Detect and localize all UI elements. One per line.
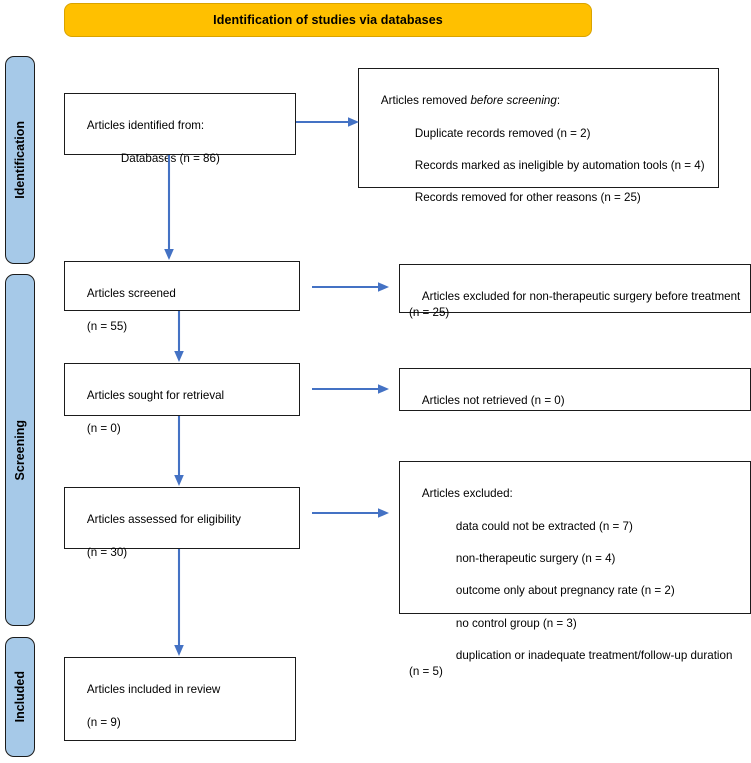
box-articles-removed-item-1: Duplicate records removed (n = 2) (414, 126, 591, 140)
arrow-screened-to-excluded-icon (312, 281, 390, 293)
stage-label-identification-text: Identification (13, 121, 27, 199)
box-articles-removed-heading-suffix: : (556, 94, 561, 108)
box-articles-removed-heading-prefix: Articles removed (380, 94, 471, 108)
box-articles-not-retrieved: Articles not retrieved (n = 0) (399, 368, 751, 411)
box-articles-sought-retrieval-line1: Articles sought for retrieval (86, 389, 225, 403)
box-articles-screened: Articles screened (n = 55) (64, 261, 300, 333)
box-articles-included-review-line1: Articles included in review (86, 683, 221, 697)
arrow-screened-to-sought-icon (173, 311, 185, 363)
stage-label-included-text: Included (13, 671, 27, 723)
box-articles-assessed-eligibility-line1: Articles assessed for eligibility (86, 513, 241, 527)
diagram-title-text: Identification of studies via databases (213, 13, 443, 27)
stage-label-screening-text: Screening (13, 419, 27, 481)
arrow-sought-to-not-retrieved-icon (312, 383, 390, 395)
diagram-title-banner: Identification of studies via databases (64, 3, 592, 37)
box-articles-removed-heading-italic: before screening (470, 94, 557, 108)
box-articles-identified-line1: Articles identified from: (86, 119, 205, 133)
box-articles-excluded-eligibility-item-2: non-therapeutic surgery (n = 4) (455, 552, 616, 566)
box-articles-identified: Articles identified from: Databases (n =… (64, 93, 296, 165)
box-articles-excluded-screening: Articles excluded for non-therapeutic su… (399, 264, 751, 319)
box-articles-assessed-eligibility-line2: (n = 30) (86, 545, 128, 559)
box-articles-included-review-line2: (n = 9) (86, 715, 121, 729)
box-articles-excluded-eligibility: Articles excluded: data could not be ext… (399, 461, 751, 678)
box-articles-excluded-eligibility-item-4: no control group (n = 3) (455, 616, 577, 630)
box-articles-assessed-eligibility: Articles assessed for eligibility (n = 3… (64, 487, 300, 559)
stage-label-identification: Identification (5, 56, 35, 264)
box-articles-excluded-screening-text: Articles excluded for non-therapeutic su… (409, 290, 744, 320)
stage-label-included: Included (5, 637, 35, 757)
box-articles-not-retrieved-text: Articles not retrieved (n = 0) (421, 394, 565, 408)
box-articles-excluded-eligibility-item-1: data could not be extracted (n = 7) (455, 519, 633, 533)
box-articles-excluded-eligibility-item-5: duplication or inadequate treatment/foll… (409, 649, 736, 679)
box-articles-excluded-eligibility-heading: Articles excluded: (421, 487, 513, 501)
arrow-identified-to-removed-icon (296, 116, 360, 128)
arrow-identified-to-screened-icon (163, 155, 175, 261)
box-articles-removed: Articles removed before screening: Dupli… (358, 68, 719, 204)
arrow-assessed-to-included-icon (173, 549, 185, 657)
box-articles-screened-line2: (n = 55) (86, 319, 128, 333)
arrow-sought-to-assessed-icon (173, 416, 185, 487)
box-articles-identified-line2: Databases (n = 86) (120, 151, 220, 165)
stage-label-screening: Screening (5, 274, 35, 626)
box-articles-sought-retrieval-line2: (n = 0) (86, 421, 121, 435)
box-articles-excluded-eligibility-item-3: outcome only about pregnancy rate (n = 2… (455, 584, 675, 598)
box-articles-sought-retrieval: Articles sought for retrieval (n = 0) (64, 363, 300, 435)
arrow-assessed-to-excluded-icon (312, 507, 390, 519)
box-articles-screened-line1: Articles screened (86, 287, 176, 301)
box-articles-removed-item-2: Records marked as ineligible by automati… (414, 159, 705, 173)
box-articles-included-review: Articles included in review (n = 9) (64, 657, 296, 741)
box-articles-removed-item-3: Records removed for other reasons (n = 2… (414, 191, 641, 205)
